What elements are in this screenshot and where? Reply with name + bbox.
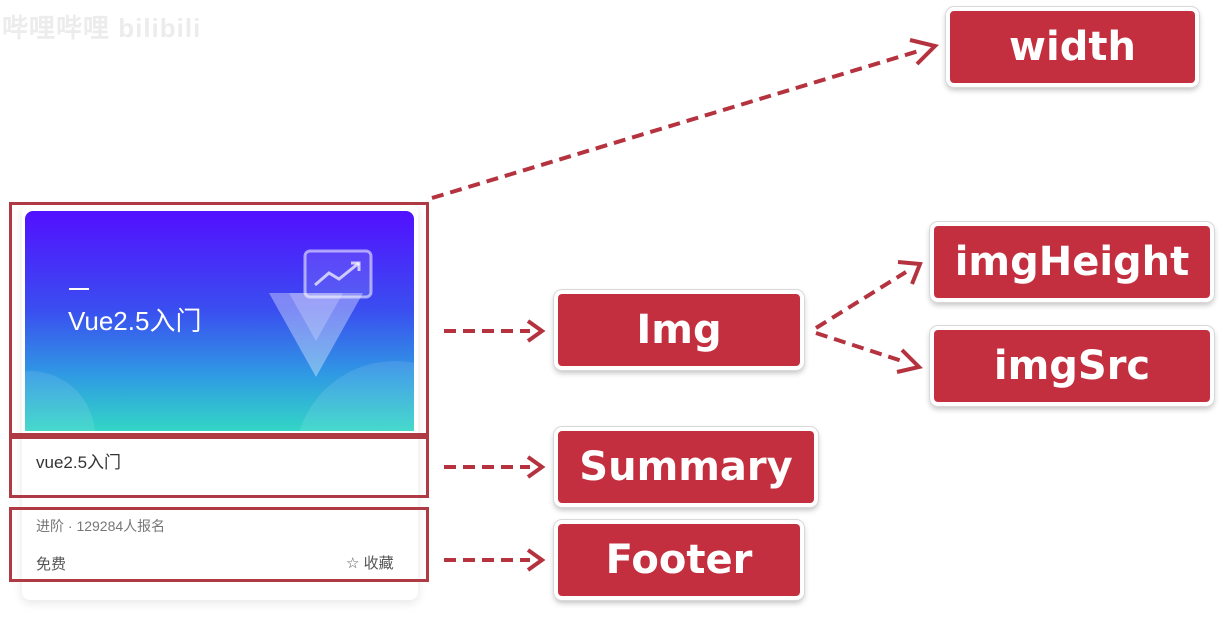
arrowhead-width <box>909 38 939 66</box>
arrow-to-img-height <box>814 270 908 330</box>
summary-outline <box>9 436 429 498</box>
label-img-height: imgHeight <box>930 222 1214 302</box>
course-summary: vue2.5入门 <box>36 453 122 472</box>
label-summary: Summary <box>554 427 818 507</box>
favorite-button[interactable]: ☆ 收藏 <box>346 555 394 572</box>
arrowhead-img-src <box>896 348 923 374</box>
cover-title-dash <box>69 288 89 290</box>
arrowhead-img <box>526 319 546 343</box>
label-img: Img <box>554 290 804 370</box>
arrowhead-img-height <box>897 260 923 285</box>
course-price: 免费 <box>36 556 67 573</box>
footer-outline <box>9 507 429 582</box>
course-cover-image: Vue2.5入门 <box>25 211 414 431</box>
cover-title: Vue2.5入门 <box>68 306 202 336</box>
arrow-to-img-src <box>815 331 906 364</box>
image-outline <box>9 202 429 436</box>
arrowhead-summary <box>526 455 546 479</box>
arrowhead-footer <box>526 548 546 572</box>
label-width: width <box>946 7 1199 87</box>
course-level-info: 进阶 · 129284人报名 <box>36 518 166 534</box>
label-img-src: imgSrc <box>930 326 1214 406</box>
vue-logo-icon <box>269 249 373 377</box>
watermark: 哔哩哔哩 bilibili <box>2 13 202 43</box>
label-footer: Footer <box>554 520 804 600</box>
arrow-to-width <box>431 48 923 200</box>
